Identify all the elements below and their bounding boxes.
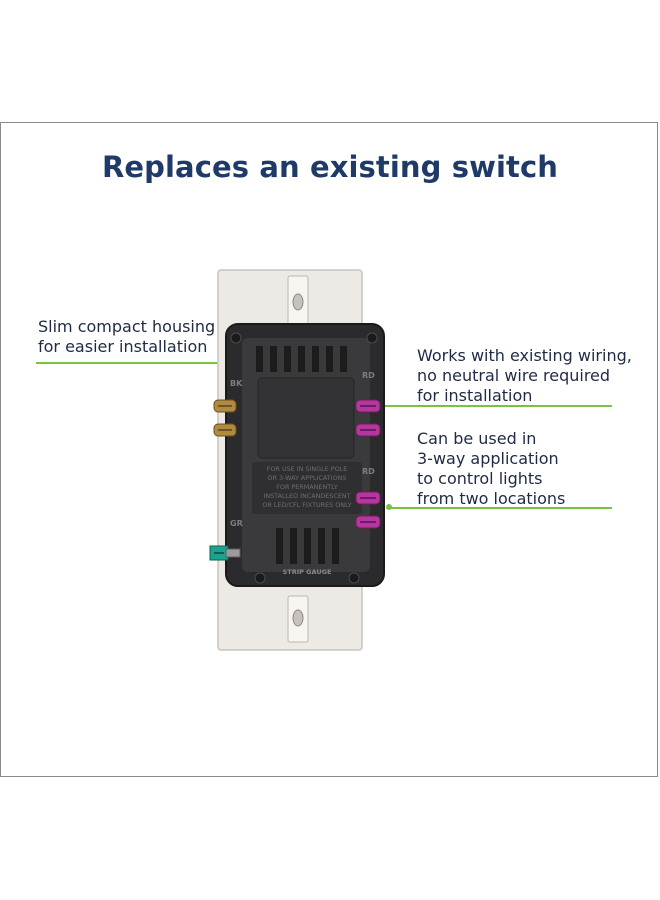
terminal-label-gr: GR: [230, 519, 243, 528]
callout-line: 3-way application: [417, 449, 559, 468]
traveler-terminal-screws: [355, 399, 381, 529]
leader-dot-3-way: [386, 504, 392, 510]
smart-switch-device-image: FOR USE IN SINGLE POLE OR 3-WAY APPLICAT…: [209, 269, 385, 651]
housing-center-panel: [257, 377, 355, 459]
housing-screws: [230, 332, 378, 584]
callout-line: from two locations: [417, 489, 566, 508]
housing-vents-top: [256, 346, 347, 372]
leader-line-slim-housing: [36, 362, 228, 364]
callout-slim-housing: Slim compact housing for easier installa…: [38, 317, 215, 357]
terminal-label-rd-top: RD: [362, 371, 375, 380]
terminal-label-bk: BK: [230, 379, 243, 388]
callout-3-way: Can be used in 3-way application to cont…: [417, 429, 565, 509]
callout-line: for easier installation: [38, 337, 208, 356]
warning-line-3: FOR PERMANENTLY: [276, 483, 338, 491]
strap-slot-bottom: [292, 609, 304, 627]
black-terminal-screws: [213, 399, 237, 437]
ground-screw-icon: [209, 545, 241, 561]
page-title: Replaces an existing switch: [101, 150, 559, 184]
callout-existing-wiring: Works with existing wiring, no neutral w…: [417, 346, 632, 406]
warning-line-2: OR 3-WAY APPLICATIONS: [268, 474, 347, 482]
callout-line: no neutral wire required: [417, 366, 611, 385]
callout-line: Slim compact housing: [38, 317, 216, 336]
strap-slot-top: [292, 293, 304, 311]
leader-line-existing-wiring: [314, 405, 612, 407]
callout-line: Works with existing wiring,: [417, 346, 632, 365]
warning-label-area: [252, 462, 362, 514]
warning-line-5: OR LED/CFL FIXTURES ONLY: [262, 501, 351, 509]
terminal-label-rd-bottom: RD: [362, 467, 375, 476]
strip-gauge-label: STRIP GAUGE: [283, 568, 332, 576]
warning-line-4: INSTALLED INCANDESCENT: [263, 492, 350, 500]
callout-line: Can be used in: [417, 429, 537, 448]
callout-line: for installation: [417, 386, 533, 405]
warning-line-1: FOR USE IN SINGLE POLE: [267, 465, 347, 473]
leader-line-3-way: [389, 507, 612, 509]
strip-gauge-slots: [276, 528, 339, 564]
callout-line: to control lights: [417, 469, 543, 488]
